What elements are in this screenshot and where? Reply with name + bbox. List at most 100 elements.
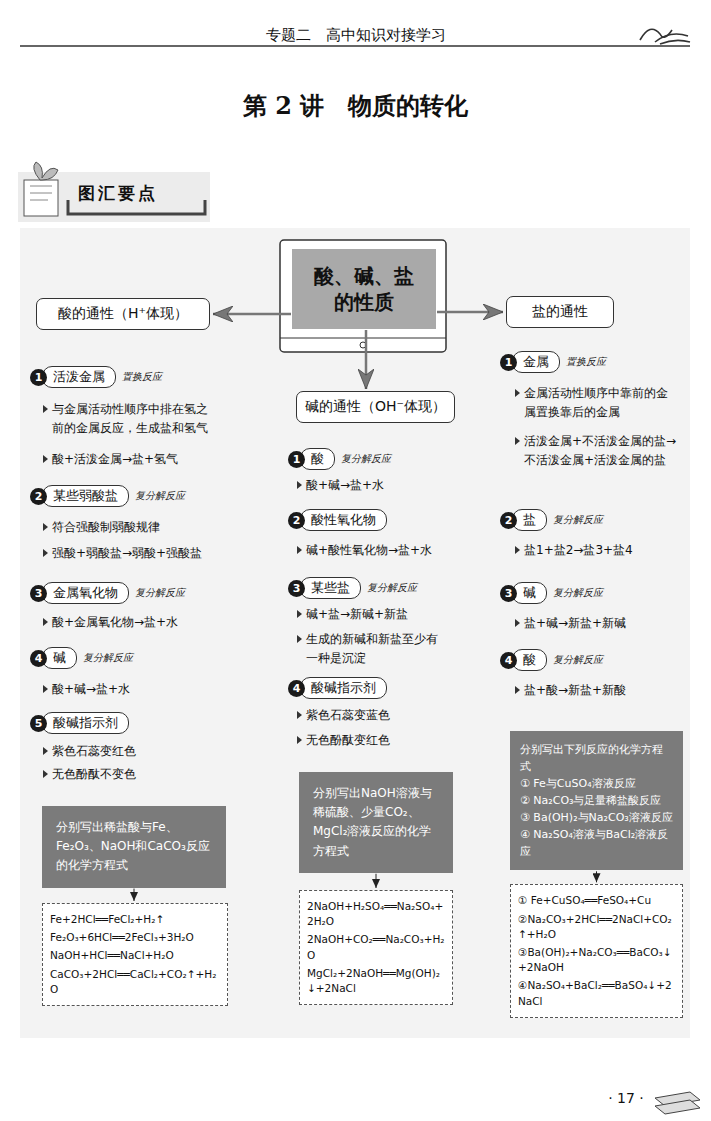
prompt-item: ④ Na₂SO₄溶液与BaCl₂溶液反应 — [520, 826, 673, 860]
topic-name: 某些盐 — [300, 577, 361, 599]
callout-number: 2 — [500, 512, 517, 529]
bullet-point-text: 强酸+弱酸盐→弱酸+强酸盐 — [52, 544, 224, 563]
callout-number: 1 — [288, 451, 305, 468]
callout-number: 1 — [500, 354, 517, 371]
topic-name: 碱 — [512, 582, 547, 604]
numbered-topic-pill: 2盐复分解反应 — [500, 509, 603, 531]
reaction-type-note: 复分解反应 — [553, 653, 603, 667]
bullet-point-text: 酸+碱→盐+水 — [52, 680, 222, 699]
callout-number: 4 — [30, 650, 47, 667]
callout-number: 4 — [500, 652, 517, 669]
callout-number: 1 — [30, 369, 47, 386]
callout-number: 2 — [30, 488, 47, 505]
numbered-topic-pill: 4酸复分解反应 — [500, 649, 603, 671]
topic-name: 酸 — [512, 649, 547, 671]
bullet-point-text: 紫色石蕊变蓝色 — [306, 706, 456, 725]
node-text: 盐的通性 — [515, 303, 605, 321]
topic-name: 活泼金属 — [42, 366, 116, 388]
bullet-point-text: 金属活动性顺序中靠前的金属置换靠后的金属 — [524, 384, 670, 421]
exercise-prompt-box: 分别写出下列反应的化学方程式① Fe与CuSO₄溶液反应② Na₂CO₃与足量稀… — [510, 731, 683, 870]
bullet-point-text: 碱+盐→新碱+新盐 — [306, 605, 456, 624]
bullet-point-text: 盐+碱→新盐+新碱 — [524, 614, 674, 633]
node-text: 碱的通性（OH⁻体现） — [305, 398, 446, 416]
branch-arrow — [213, 313, 291, 316]
header-rule — [20, 45, 690, 47]
chemical-equation: 2NaOH+CO₂══Na₂CO₃+H₂O — [307, 932, 445, 962]
bullet-point-text: 紫色石蕊变红色 — [52, 742, 222, 761]
reaction-type-note: 复分解反应 — [135, 586, 185, 600]
prompt-item: ① Fe与CuSO₄溶液反应 — [520, 775, 673, 792]
running-header: 专题二 高中知识对接学习 — [200, 24, 511, 47]
column-header-box: 碱的通性（OH⁻体现） — [296, 391, 455, 423]
central-screen-box: 酸、碱、盐的性质 — [292, 249, 436, 329]
chemical-equation: MgCl₂+2NaOH══Mg(OH)₂↓+2NaCl — [307, 966, 445, 996]
chemical-equation: ②Na₂CO₃+2HCl══2NaCl+CO₂↑+H₂O — [518, 912, 675, 942]
answer-box: Fe+2HCl══FeCl₂+H₂↑ Fe₂O₃+6HCl══2FeCl₃+3H₂… — [42, 903, 228, 1006]
bullet-point-text: 盐+酸→新盐+新酸 — [524, 681, 674, 700]
node-text: 酸、碱、盐的性质 — [312, 263, 416, 315]
bullet-point-text: 酸+碱→盐+水 — [306, 476, 456, 495]
bullet-point-text: 碱+酸性氧化物→盐+水 — [306, 541, 458, 560]
reaction-type-note: 复分解反应 — [553, 586, 603, 600]
reaction-type-note: 复分解反应 — [135, 489, 185, 503]
column-header-box: 盐的通性 — [506, 296, 614, 328]
exercise-prompt-box: 分别写出稀盐酸与Fe、Fe₂O₃、NaOH和CaCO₃反应的化学方程式 — [42, 806, 226, 888]
exercise-prompt-box: 分别写出NaOH溶液与稀硫酸、少量CO₂、MgCl₂溶液反应的化学方程式 — [299, 772, 453, 873]
bullet-point-text: 活泼金属+不活泼金属的盐→不活泼金属+活泼金属的盐 — [524, 432, 678, 469]
topic-name: 酸 — [300, 448, 335, 470]
callout-number: 4 — [288, 680, 305, 697]
section-banner — [18, 162, 210, 222]
callout-number: 3 — [500, 585, 517, 602]
prompt-text: 分别写出NaOH溶液与稀硫酸、少量CO₂、MgCl₂溶液反应的化学方程式 — [313, 784, 439, 861]
prompt-item: ③ Ba(OH)₂与Na₂CO₃溶液反应 — [520, 809, 673, 826]
topic-name: 酸碱指示剂 — [42, 712, 129, 734]
numbered-topic-pill: 5酸碱指示剂 — [30, 712, 129, 734]
chemical-equation: NaOH+HCl══NaCl+H₂O — [50, 948, 220, 963]
branch-arrow — [437, 311, 503, 314]
numbered-topic-pill: 3某些盐复分解反应 — [288, 577, 417, 599]
branch-arrow — [365, 330, 368, 389]
bullet-point-text: 酸+金属氧化物→盐+水 — [52, 613, 222, 632]
prompt-text: 分别写出下列反应的化学方程式 — [520, 741, 673, 775]
topic-name: 碱 — [42, 647, 77, 669]
chemical-equation: ① Fe+CuSO₄══FeSO₄+Cu — [518, 893, 675, 908]
chemical-equation: Fe₂O₃+6HCl══2FeCl₃+3H₂O — [50, 930, 220, 945]
chemical-equation: CaCO₃+2HCl══CaCl₂+CO₂↑+H₂O — [50, 967, 220, 997]
bullet-point-text: 酸+活泼金属→盐+氢气 — [52, 450, 222, 469]
chemical-equation: Fe+2HCl══FeCl₂+H₂↑ — [50, 912, 220, 927]
numbered-topic-pill: 2酸性氧化物 — [288, 509, 387, 531]
numbered-topic-pill: 4碱复分解反应 — [30, 647, 133, 669]
numbered-topic-pill: 1金属置换反应 — [500, 351, 606, 373]
callout-number: 3 — [288, 580, 305, 597]
topic-name: 酸碱指示剂 — [300, 677, 387, 699]
header-logo — [640, 29, 690, 44]
answer-arrow — [134, 889, 135, 901]
topic-name: 盐 — [512, 509, 547, 531]
callout-number: 5 — [30, 715, 47, 732]
bullet-point-text: 与金属活动性顺序中排在氢之前的金属反应，生成盐和氢气 — [52, 400, 216, 437]
numbered-topic-pill: 2某些弱酸盐复分解反应 — [30, 485, 185, 507]
diagram-panel — [20, 228, 690, 1038]
bullet-point-text: 盐1+盐2→盐3+盐4 — [524, 541, 674, 560]
reaction-type-note: 复分解反应 — [553, 513, 603, 527]
prompt-text: 分别写出稀盐酸与Fe、Fe₂O₃、NaOH和CaCO₃反应的化学方程式 — [56, 818, 212, 876]
chemical-equation: ③Ba(OH)₂+Na₂CO₃══BaCO₃↓+2NaOH — [518, 945, 675, 975]
chemical-equation: ④Na₂SO₄+BaCl₂══BaSO₄↓+2NaCl — [518, 978, 675, 1008]
answer-arrow — [596, 871, 597, 882]
numbered-topic-pill: 4酸碱指示剂 — [288, 677, 387, 699]
topic-name: 金属氧化物 — [42, 582, 129, 604]
reaction-type-note: 复分解反应 — [341, 452, 391, 466]
reaction-type-note: 复分解反应 — [83, 651, 133, 665]
numbered-topic-pill: 1活泼金属置换反应 — [30, 366, 162, 388]
callout-number: 3 — [30, 585, 47, 602]
topic-name: 酸性氧化物 — [300, 509, 387, 531]
numbered-topic-pill: 3金属氧化物复分解反应 — [30, 582, 185, 604]
bullet-point-text: 无色酚酞不变色 — [52, 765, 222, 784]
book-icon — [655, 1092, 700, 1114]
column-header-box: 酸的通性（H⁺体现） — [36, 298, 210, 330]
bullet-point-text: 符合强酸制弱酸规律 — [52, 518, 222, 537]
chemical-equation: 2NaOH+H₂SO₄══Na₂SO₄+2H₂O — [307, 899, 445, 929]
bullet-point-text: 生成的新碱和新盐至少有一种是沉淀 — [306, 630, 448, 667]
numbered-topic-pill: 1酸复分解反应 — [288, 448, 391, 470]
